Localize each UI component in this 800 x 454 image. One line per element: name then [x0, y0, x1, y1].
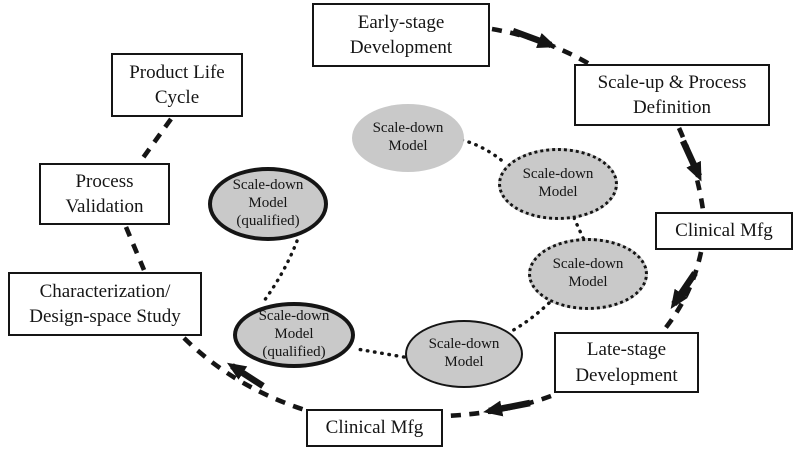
- box-product-life-cycle: Product Life Cycle: [111, 53, 243, 117]
- box-characterization-design-space-study: Characterization/ Design-space Study: [8, 272, 202, 336]
- ellipse-scale-down-model-qualified-lower: Scale-down Model (qualified): [233, 302, 355, 368]
- ellipse-scale-down-model-right: Scale-down Model: [498, 148, 618, 220]
- inner-dotted-top-to-right: [460, 138, 508, 166]
- outer-dashed-scale-up-to-clinical-mfg-right: [676, 127, 706, 211]
- outer-dashed-early-stage-to-scale-up: [491, 26, 593, 67]
- box-late-stage-development: Late-stage Development: [554, 332, 699, 393]
- box-scale-up-process-definition: Scale-up & Process Definition: [574, 64, 770, 126]
- ellipse-scale-down-model-qualified-upper: Scale-down Model (qualified): [208, 167, 328, 241]
- box-clinical-mfg-bottom: Clinical Mfg: [306, 409, 443, 447]
- box-process-validation: Process Validation: [39, 163, 170, 225]
- flow-arrow-early-to-scale-up: [511, 27, 557, 49]
- ellipse-scale-down-model-lower-right: Scale-down Model: [528, 238, 648, 310]
- inner-dotted-right-to-lower-right: [572, 216, 586, 242]
- flow-arrow-clinical-mfg-to-late-stage: [670, 271, 698, 309]
- ellipse-scale-down-model-top: Scale-down Model: [352, 104, 464, 172]
- outer-dashed-plc-to-process-validation: [138, 117, 173, 164]
- inner-dotted-qualified-upper-to-qualified-lower: [262, 239, 299, 303]
- outer-dashed-process-validation-to-characterization: [123, 226, 147, 271]
- flow-arrow-clinical-mfg-bottom-to-characterization: [226, 362, 265, 389]
- ellipse-scale-down-model-bottom: Scale-down Model: [405, 320, 523, 388]
- inner-dotted-bottom-to-qualified-lower: [355, 347, 406, 359]
- box-early-stage-development: Early-stage Development: [312, 3, 490, 67]
- flow-arrow-scale-up-to-clinical-mfg: [680, 139, 702, 182]
- outer-dashed-late-stage-to-clinical-mfg-bottom: [445, 393, 552, 419]
- inner-dotted-lower-right-to-bottom: [508, 301, 551, 334]
- box-clinical-mfg-right: Clinical Mfg: [655, 212, 793, 250]
- flow-arrow-late-stage-to-clinical-mfg-bottom: [483, 399, 531, 417]
